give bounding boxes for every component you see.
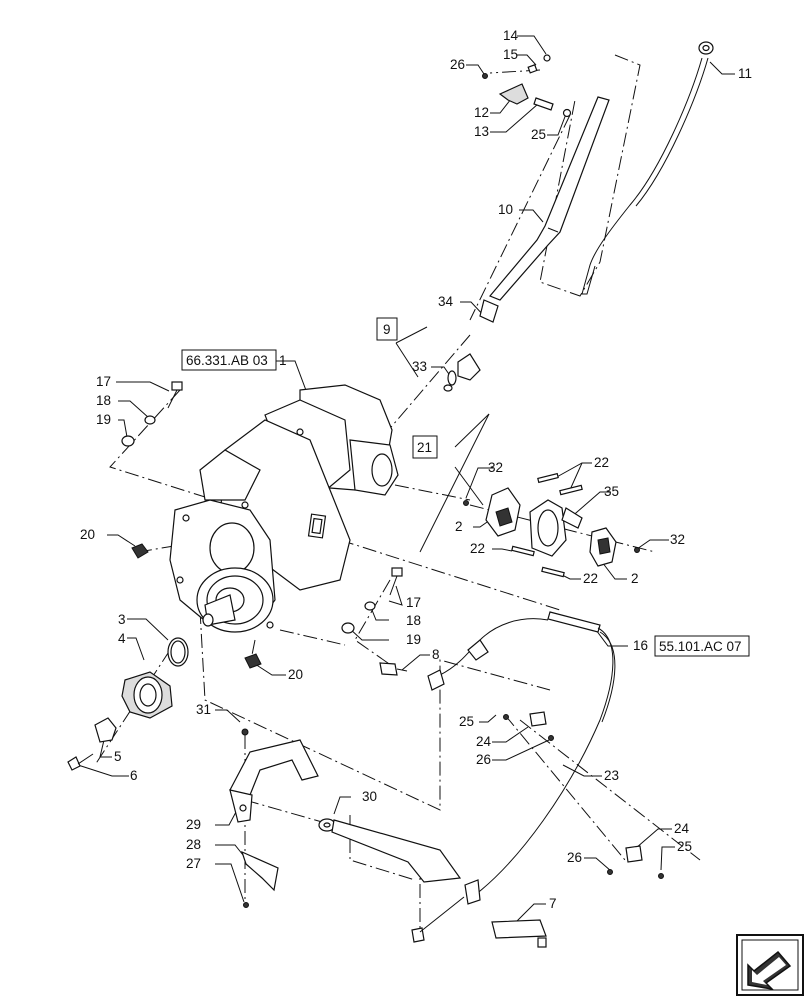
- callout-numbers: 14 15 26 12 13 25 11 10 34 33 1 17 18 19…: [80, 28, 752, 911]
- shift-lever: [318, 818, 462, 883]
- callout-22: 22: [594, 455, 609, 470]
- reference-21[interactable]: 21: [412, 435, 438, 459]
- mount-brackets: [229, 728, 319, 908]
- reference-9[interactable]: 9: [376, 317, 398, 341]
- callout-11: 11: [738, 66, 752, 81]
- callout-19: 19: [406, 632, 421, 647]
- callout-29: 29: [186, 817, 201, 832]
- callout-23: 23: [604, 768, 619, 783]
- callout-12: 12: [474, 105, 489, 120]
- callout-32: 32: [670, 532, 685, 547]
- callout-18: 18: [96, 393, 111, 408]
- callout-26: 26: [476, 752, 491, 767]
- reference-9-label: 9: [383, 322, 391, 337]
- callout-10: 10: [498, 202, 513, 217]
- reference-boxes: 66.331.AB 03 55.101.AC 07 9 21: [181, 317, 750, 657]
- clip-hardware: [503, 711, 664, 879]
- dipstick: [581, 41, 714, 295]
- reference-66331-label: 66.331.AB 03: [186, 353, 268, 368]
- callout-25: 25: [677, 839, 692, 854]
- tube-fitting: [443, 353, 481, 392]
- callout-2: 2: [455, 519, 463, 534]
- callout-14: 14: [503, 28, 519, 43]
- callout-33: 33: [412, 359, 427, 374]
- callout-7: 7: [549, 896, 557, 911]
- callout-34: 34: [438, 294, 454, 309]
- callout-3: 3: [118, 612, 126, 627]
- callout-17: 17: [96, 374, 111, 389]
- transmission-housing: [169, 384, 399, 633]
- callout-16: 16: [633, 638, 648, 653]
- callout-24: 24: [674, 821, 690, 836]
- callout-8: 8: [432, 647, 440, 662]
- shift-components: [463, 472, 640, 578]
- reference-55101-label: 55.101.AC 07: [659, 639, 742, 654]
- shift-cable: [411, 611, 616, 943]
- callout-30: 30: [362, 789, 377, 804]
- fasteners: [121, 381, 403, 669]
- callout-25: 25: [531, 127, 546, 142]
- reference-66331[interactable]: 66.331.AB 03: [181, 349, 277, 371]
- callout-26: 26: [450, 57, 465, 72]
- leader-lines: [77, 35, 735, 923]
- callout-27: 27: [186, 856, 201, 871]
- tube-bracket: [482, 54, 572, 118]
- callout-22: 22: [583, 571, 598, 586]
- gear-parts: [67, 637, 189, 771]
- callout-2: 2: [631, 571, 639, 586]
- callout-32: 32: [488, 460, 503, 475]
- callout-13: 13: [474, 124, 489, 139]
- callout-20: 20: [80, 527, 95, 542]
- callout-17: 17: [406, 595, 421, 610]
- previous-page-arrow-icon[interactable]: [736, 934, 804, 996]
- callout-35: 35: [604, 484, 619, 499]
- callout-22: 22: [470, 541, 485, 556]
- callout-4: 4: [118, 631, 126, 646]
- callout-18: 18: [406, 613, 421, 628]
- switch: [379, 662, 408, 676]
- reference-55101[interactable]: 55.101.AC 07: [654, 635, 750, 657]
- centerlines: [94, 54, 701, 930]
- callout-6: 6: [130, 768, 138, 783]
- reference-21-label: 21: [417, 440, 432, 455]
- callout-28: 28: [186, 837, 201, 852]
- callout-19: 19: [96, 412, 111, 427]
- callout-26: 26: [567, 850, 582, 865]
- callout-20: 20: [288, 667, 303, 682]
- callout-25: 25: [459, 714, 474, 729]
- handle: [491, 919, 547, 948]
- callout-31: 31: [196, 702, 211, 717]
- callout-24: 24: [476, 734, 492, 749]
- dipstick-tube: [479, 96, 610, 323]
- callout-1: 1: [279, 353, 287, 368]
- callout-5: 5: [114, 749, 122, 764]
- callout-15: 15: [503, 47, 518, 62]
